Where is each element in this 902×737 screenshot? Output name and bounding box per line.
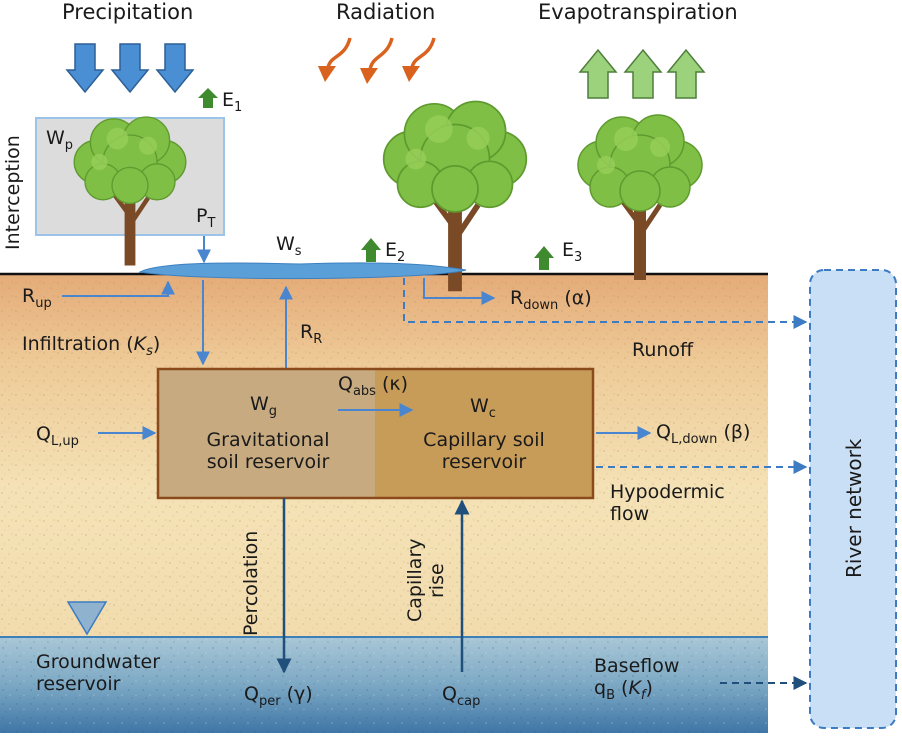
qabs-label: Qabs (κ) xyxy=(338,373,409,399)
radiation-arrow-icon xyxy=(368,37,394,71)
tree-icon xyxy=(74,117,186,266)
radiation-label: Radiation xyxy=(336,0,436,24)
evap-arrow-icon xyxy=(667,49,705,99)
wp-label: Wp xyxy=(46,127,74,153)
e2-label: E2 xyxy=(385,239,406,265)
radiation-arrow-icon xyxy=(326,37,352,69)
river-network-label: River network xyxy=(842,438,866,578)
e3-arrow-icon xyxy=(534,246,554,270)
runoff-label: Runoff xyxy=(632,339,694,361)
qper-label: Qper (γ) xyxy=(244,683,313,709)
evapotranspiration-label: Evapotranspiration xyxy=(538,0,738,24)
qlup-label: QL,up xyxy=(36,423,79,449)
rup-label: Rup xyxy=(22,285,52,311)
precipitation-label: Precipitation xyxy=(62,0,194,24)
precipitation-arrow-icon xyxy=(156,43,194,93)
river-network-box xyxy=(809,269,897,729)
qcap-label: Qcap xyxy=(442,683,481,709)
gravitational-reservoir xyxy=(158,369,375,498)
precipitation-arrows xyxy=(66,43,194,93)
capillary-reservoir xyxy=(375,369,593,498)
soil-reservoir-box xyxy=(156,367,595,500)
water-table-icon xyxy=(66,601,108,636)
evapotranspiration-arrows xyxy=(579,49,705,99)
e3-label: E3 xyxy=(562,239,583,265)
e1-arrow-icon xyxy=(198,88,218,108)
rr-label: RR xyxy=(300,321,323,347)
precipitation-arrow-icon xyxy=(66,43,104,93)
radiation-arrows xyxy=(326,37,436,71)
evap-arrow-icon xyxy=(624,49,662,99)
evap-arrow-icon xyxy=(579,49,617,99)
e1-label: E1 xyxy=(222,89,243,115)
precipitation-arrow-icon xyxy=(111,43,149,93)
ws-label: Ws xyxy=(276,233,302,259)
percolation-label: Percolation xyxy=(240,530,262,636)
infiltration-label: Infiltration (Ks) xyxy=(22,333,161,359)
radiation-arrow-icon xyxy=(410,37,436,69)
tree-icon xyxy=(578,115,702,280)
wg-label: Wg xyxy=(250,393,278,419)
pt-label: PT xyxy=(196,205,216,231)
surface-water xyxy=(138,262,467,280)
interception-label: Interception xyxy=(2,135,24,250)
qldown-label: QL,down (β) xyxy=(656,421,751,447)
rdown-label: Rdown (α) xyxy=(510,287,592,313)
wc-label: Wc xyxy=(470,395,496,421)
e2-arrow-icon xyxy=(361,238,381,262)
